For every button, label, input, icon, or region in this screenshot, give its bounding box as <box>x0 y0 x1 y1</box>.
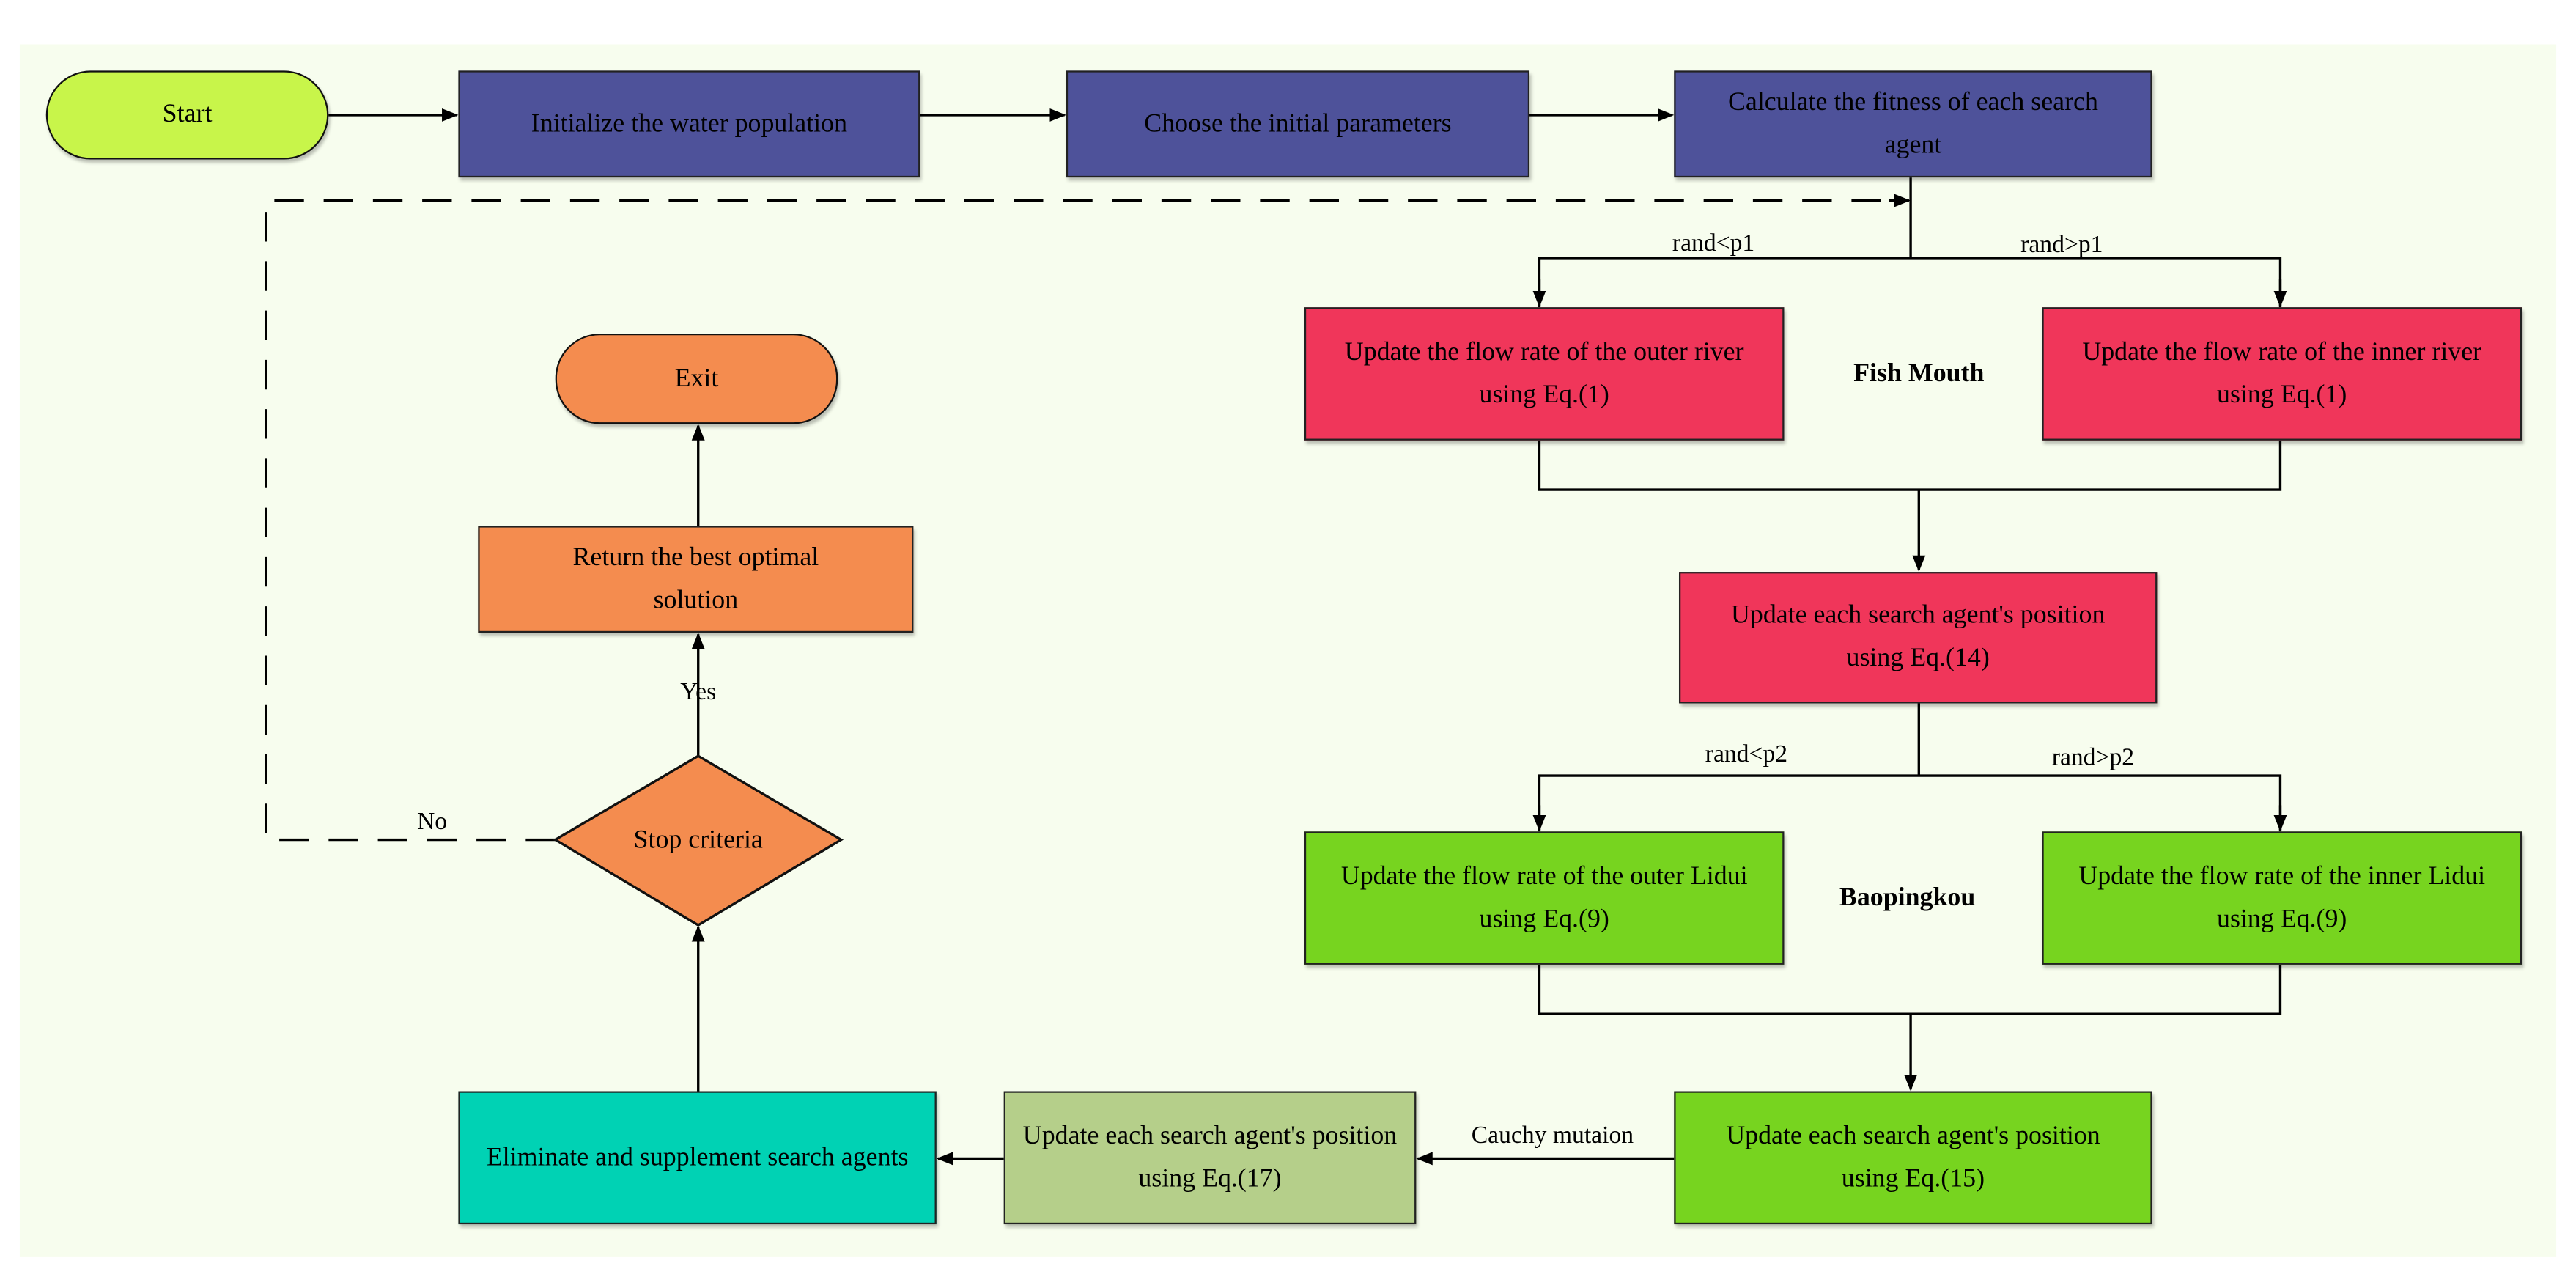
outer-river-box: Update the flow rate of the outer river … <box>1304 307 1785 441</box>
stop-criteria-diamond <box>553 754 844 927</box>
position17-label: Update each search agent's position usin… <box>1022 1121 1398 1193</box>
init-population-box: Initialize the water population <box>458 70 920 178</box>
init-label: Initialize the water population <box>531 109 848 138</box>
line-split-p2 <box>1538 774 2282 832</box>
inner-lidui-box: Update the flow rate of the inner Lidui … <box>2042 831 2523 965</box>
yes-label: Yes <box>680 679 717 706</box>
line-merge-p1 <box>1538 440 2282 491</box>
inner-river-box: Update the flow rate of the inner river … <box>2042 307 2523 441</box>
position14-label: Update each search agent's position usin… <box>1730 601 2106 672</box>
inner-river-label: Update the flow rate of the inner river … <box>2082 337 2482 409</box>
outer-lidui-label: Update the flow rate of the outer Lidui … <box>1340 861 1748 933</box>
cauchy-mutation-label: Cauchy mutaion <box>1471 1123 1634 1150</box>
start-node: Start <box>45 70 329 160</box>
fitness-label: Calculate the fitness of each search age… <box>1727 87 2098 159</box>
no-label: No <box>417 809 448 836</box>
rand-lt-p1-label: rand<p1 <box>1672 230 1755 257</box>
line-split-p1 <box>1538 257 2282 308</box>
position17-box: Update each search agent's position usin… <box>1003 1091 1417 1225</box>
stop-criteria-label: Stop criteria <box>633 825 763 854</box>
rand-gt-p1-label: rand>p1 <box>2020 232 2103 260</box>
eliminate-box: Eliminate and supplement search agents <box>458 1091 937 1225</box>
line-merge-p2 <box>1538 964 2282 1015</box>
rand-gt-p2-label: rand>p2 <box>2051 745 2135 772</box>
outer-lidui-box: Update the flow rate of the outer Lidui … <box>1304 831 1785 965</box>
dashed-loop-no <box>265 199 1909 842</box>
eliminate-label: Eliminate and supplement search agents <box>486 1143 909 1171</box>
return-label: Return the best optimal solution <box>572 542 819 614</box>
baopingkou-label: Baopingkou <box>1839 884 1976 913</box>
choose-label: Choose the initial parameters <box>1144 109 1452 138</box>
choose-params-box: Choose the initial parameters <box>1066 70 1530 178</box>
exit-node: Exit <box>555 334 838 424</box>
rand-lt-p2-label: rand<p2 <box>1705 742 1788 768</box>
position15-label: Update each search agent's position usin… <box>1726 1121 2100 1193</box>
exit-label: Exit <box>674 364 719 392</box>
outer-river-label: Update the flow rate of the outer river … <box>1344 337 1744 409</box>
position15-box: Update each search agent's position usin… <box>1674 1091 2152 1225</box>
return-solution-box: Return the best optimal solution <box>478 526 914 633</box>
fitness-box: Calculate the fitness of each search age… <box>1674 70 2152 178</box>
start-label: Start <box>162 100 213 128</box>
inner-lidui-label: Update the flow rate of the inner Lidui … <box>2078 861 2486 933</box>
position14-box: Update each search agent's position usin… <box>1679 572 2158 704</box>
fish-mouth-label: Fish Mouth <box>1853 359 1985 389</box>
